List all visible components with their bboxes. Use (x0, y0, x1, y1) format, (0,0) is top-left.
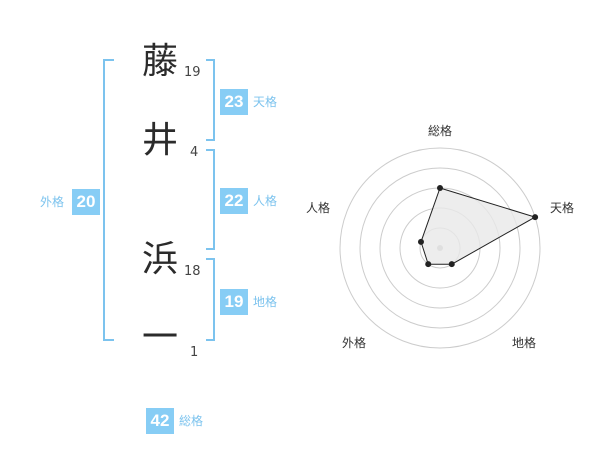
soukaku-value: 42 (146, 408, 174, 434)
radar-point-5 (417, 238, 424, 245)
gaikaku-value: 20 (72, 189, 100, 215)
chikaku-bracket (206, 258, 215, 341)
jinkaku-bracket (206, 149, 215, 250)
jinkaku-label: 人格 (253, 194, 278, 208)
name-char-1: 藤 (141, 41, 178, 82)
gaikaku-bracket (103, 59, 114, 341)
radar-points (417, 185, 539, 268)
name-char-4: 一 (141, 317, 178, 358)
tenkaku-value: 23 (220, 89, 248, 115)
stroke-count-2: 4 (190, 145, 199, 160)
chikaku-label: 地格 (253, 295, 278, 309)
radar-label-gaikaku: 外格 (342, 336, 367, 350)
radar-point-4 (425, 261, 432, 268)
radar-area (420, 187, 537, 265)
gaikaku-label: 外格 (40, 195, 65, 209)
jinkaku-value: 22 (220, 188, 248, 214)
radar-label-jinkaku: 人格 (306, 201, 331, 215)
stroke-count-1: 19 (184, 65, 201, 80)
radar-point-2 (532, 214, 539, 221)
radar-label-tenkaku: 天格 (550, 201, 575, 215)
tenkaku-bracket (206, 59, 215, 141)
stroke-count-3: 18 (184, 264, 201, 279)
name-char-2: 井 (141, 120, 178, 161)
radar-ring-5 (339, 147, 541, 349)
chikaku-value: 19 (220, 289, 248, 315)
name-char-3: 浜 (141, 239, 178, 280)
radar-ring-4 (359, 167, 521, 329)
soukaku-label: 総格 (179, 414, 204, 428)
radar-label-chikaku: 地格 (512, 336, 537, 350)
fortune-radar-chart (339, 147, 541, 349)
radar-point-3 (448, 261, 455, 268)
tenkaku-label: 天格 (253, 95, 278, 109)
stroke-count-4: 1 (190, 345, 199, 360)
radar-point-1 (437, 185, 443, 191)
radar-label-soukaku: 総格 (428, 124, 453, 138)
